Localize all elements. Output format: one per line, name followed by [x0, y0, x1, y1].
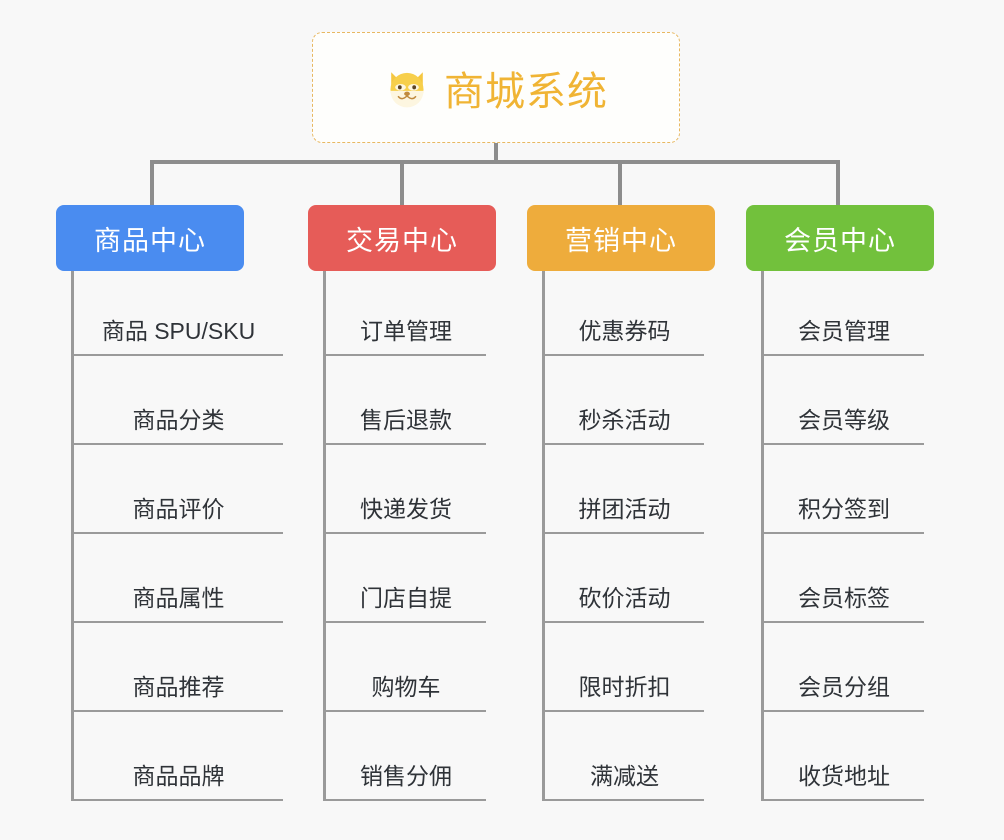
branch-column-transaction-center: 交易中心 订单管理 售后退款 快递发货 门店自提 购物车 销售分佣	[308, 205, 496, 801]
branch-column-product-center: 商品中心 商品 SPU/SKU 商品分类 商品评价 商品属性 商品推荐 商品品牌	[56, 205, 283, 801]
branch-header-label: 会员中心	[784, 225, 896, 256]
connector-horizontal-bus	[150, 160, 840, 164]
leaf-label: 商品属性	[132, 585, 225, 611]
leaf-item[interactable]: 购物车	[326, 623, 486, 712]
leaf-item[interactable]: 拼团活动	[545, 445, 704, 534]
connector-root-stem	[494, 143, 498, 163]
leaf-label: 售后退款	[360, 407, 452, 433]
leaf-label: 商品品牌	[132, 763, 225, 789]
leaf-item[interactable]: 满减送	[545, 712, 704, 801]
leaf-item[interactable]: 销售分佣	[326, 712, 486, 801]
leaf-item[interactable]: 快递发货	[326, 445, 486, 534]
leaf-label: 商品 SPU/SKU	[101, 318, 256, 344]
leaf-label: 满减送	[590, 763, 659, 789]
leaf-label: 限时折扣	[578, 674, 671, 700]
leaf-label: 快递发货	[360, 496, 452, 522]
branch-header-label: 交易中心	[346, 225, 458, 256]
branch-column-member-center: 会员中心 会员管理 会员等级 积分签到 会员标签 会员分组 收货地址	[746, 205, 934, 801]
branch-header-product-center[interactable]: 商品中心	[56, 205, 244, 271]
leaf-list-transaction-center: 订单管理 售后退款 快递发货 门店自提 购物车 销售分佣	[323, 271, 486, 801]
leaf-item[interactable]: 会员等级	[764, 356, 924, 445]
leaf-list-product-center: 商品 SPU/SKU 商品分类 商品评价 商品属性 商品推荐 商品品牌	[71, 271, 283, 801]
leaf-list-marketing-center: 优惠券码 秒杀活动 拼团活动 砍价活动 限时折扣 满减送	[542, 271, 704, 801]
leaf-label: 会员管理	[798, 318, 890, 344]
leaf-item[interactable]: 门店自提	[326, 534, 486, 623]
leaf-label: 秒杀活动	[578, 407, 671, 433]
root-title: 商城系统	[444, 69, 608, 114]
leaf-label: 门店自提	[360, 585, 452, 611]
leaf-item[interactable]: 商品 SPU/SKU	[74, 271, 283, 356]
connector-drop-4	[836, 160, 840, 205]
leaf-item[interactable]: 砍价活动	[545, 534, 704, 623]
leaf-label: 订单管理	[360, 318, 452, 344]
leaf-label: 会员等级	[798, 407, 890, 433]
leaf-label: 积分签到	[798, 496, 890, 522]
leaf-label: 商品评价	[132, 496, 225, 522]
leaf-item[interactable]: 积分签到	[764, 445, 924, 534]
leaf-item[interactable]: 限时折扣	[545, 623, 704, 712]
leaf-item[interactable]: 商品分类	[74, 356, 283, 445]
branch-header-label: 营销中心	[565, 225, 677, 256]
leaf-label: 优惠券码	[578, 318, 671, 344]
connector-drop-1	[150, 160, 154, 205]
leaf-item[interactable]: 会员分组	[764, 623, 924, 712]
leaf-item[interactable]: 售后退款	[326, 356, 486, 445]
leaf-label: 收货地址	[798, 763, 890, 789]
connector-drop-3	[618, 160, 622, 205]
connector-drop-2	[400, 160, 404, 205]
shiba-dog-emoji	[384, 65, 430, 111]
root-node-shopping-mall-system[interactable]: 商城系统	[312, 32, 680, 143]
leaf-item[interactable]: 收货地址	[764, 712, 924, 801]
leaf-label: 拼团活动	[578, 496, 671, 522]
leaf-item[interactable]: 秒杀活动	[545, 356, 704, 445]
branch-header-member-center[interactable]: 会员中心	[746, 205, 934, 271]
leaf-label: 砍价活动	[578, 585, 671, 611]
leaf-item[interactable]: 会员管理	[764, 271, 924, 356]
leaf-item[interactable]: 商品评价	[74, 445, 283, 534]
leaf-item[interactable]: 商品推荐	[74, 623, 283, 712]
leaf-label: 商品分类	[132, 407, 225, 433]
branch-header-label: 商品中心	[94, 225, 206, 256]
leaf-item[interactable]: 会员标签	[764, 534, 924, 623]
leaf-item[interactable]: 商品属性	[74, 534, 283, 623]
leaf-item[interactable]: 商品品牌	[74, 712, 283, 801]
leaf-item[interactable]: 订单管理	[326, 271, 486, 356]
branch-column-marketing-center: 营销中心 优惠券码 秒杀活动 拼团活动 砍价活动 限时折扣 满减送	[527, 205, 715, 801]
leaf-label: 会员分组	[798, 674, 890, 700]
leaf-list-member-center: 会员管理 会员等级 积分签到 会员标签 会员分组 收货地址	[761, 271, 924, 801]
leaf-item[interactable]: 优惠券码	[545, 271, 704, 356]
leaf-label: 商品推荐	[132, 674, 225, 700]
leaf-label: 会员标签	[798, 585, 890, 611]
leaf-label: 销售分佣	[360, 763, 452, 789]
branch-header-transaction-center[interactable]: 交易中心	[308, 205, 496, 271]
leaf-label: 购物车	[371, 674, 441, 700]
branch-header-marketing-center[interactable]: 营销中心	[527, 205, 715, 271]
